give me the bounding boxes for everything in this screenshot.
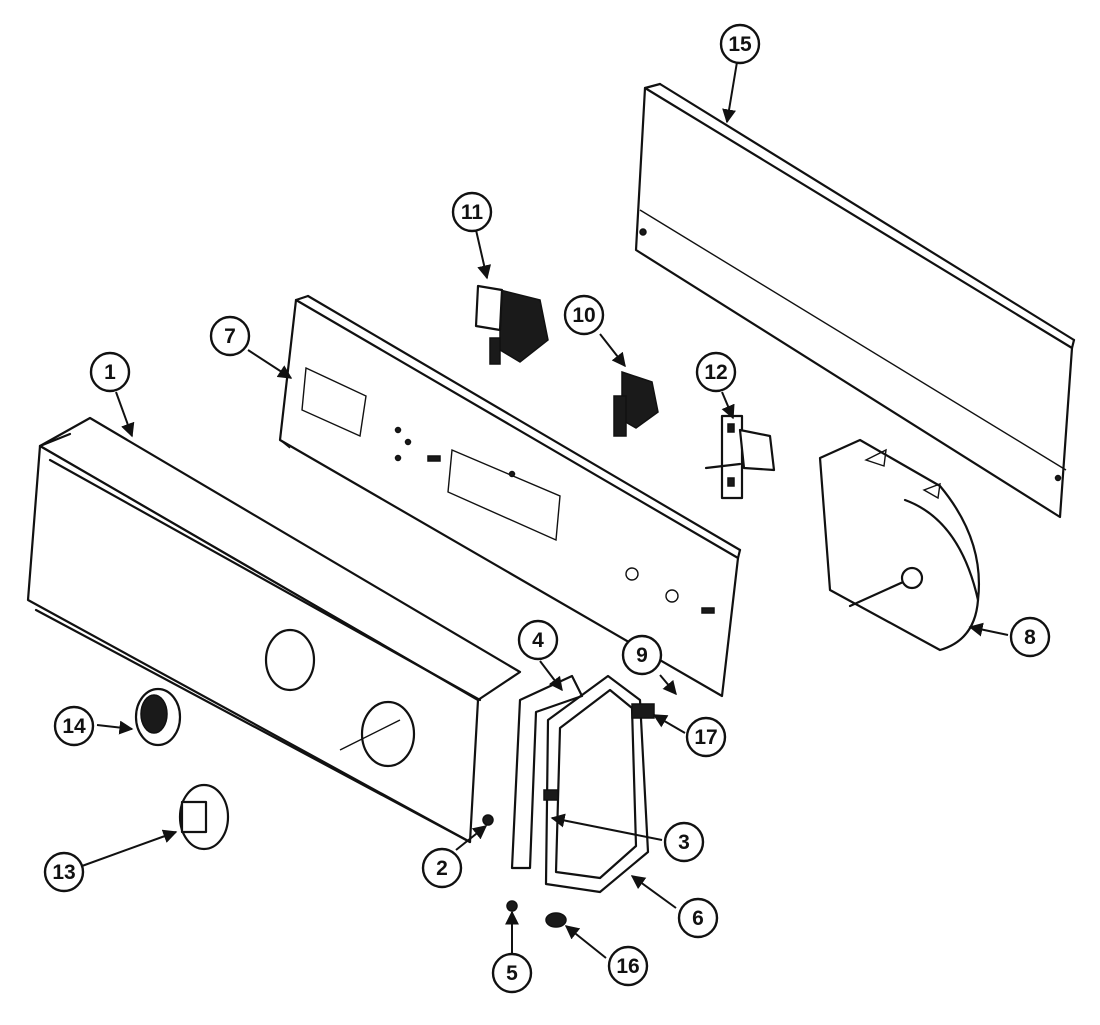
callout-2: 2: [421, 847, 463, 889]
leader-lines: [81, 61, 1009, 959]
callout-15: 15: [719, 23, 761, 65]
callout-3: 3: [663, 821, 705, 863]
callout-6-label: 6: [692, 907, 704, 930]
callout-8: 8: [1009, 616, 1051, 658]
part-7-mounting-panel: [278, 294, 742, 698]
callout-9-label: 9: [636, 644, 648, 667]
callout-5-label: 5: [506, 962, 518, 985]
callout-17-label: 17: [694, 726, 717, 749]
callout-10: 10: [563, 294, 605, 336]
callout-12-label: 12: [704, 361, 727, 384]
part-11-switch: [474, 284, 549, 365]
callout-4-label: 4: [532, 629, 544, 652]
callout-11: 11: [451, 191, 493, 233]
callout-1: 1: [89, 351, 131, 393]
callout-3-label: 3: [678, 831, 690, 854]
callout-7: 7: [209, 315, 251, 357]
part-14-knob: [134, 687, 182, 747]
callout-13: 13: [43, 851, 85, 893]
part-13-knob: [178, 783, 230, 851]
callout-16: 16: [607, 945, 649, 987]
part-16-fastener: [545, 912, 567, 928]
callout-16-label: 16: [616, 955, 639, 978]
callout-9: 9: [621, 634, 663, 676]
callout-12: 12: [695, 351, 737, 393]
callout-14: 14: [53, 705, 95, 747]
callout-10-label: 10: [572, 304, 595, 327]
callout-7-label: 7: [224, 325, 236, 348]
part-1-console: [26, 416, 522, 844]
part-2-screw: [482, 814, 494, 826]
part-8-timer-shield: [818, 438, 980, 652]
part-10-switch: [613, 370, 659, 437]
callout-1-label: 1: [104, 361, 116, 384]
callout-2-label: 2: [436, 857, 448, 880]
callout-17: 17: [685, 716, 727, 758]
part-6-bracket: [544, 674, 650, 894]
callout-11-label: 11: [461, 201, 484, 224]
callout-13-label: 13: [52, 861, 75, 884]
callout-8-label: 8: [1024, 626, 1036, 649]
callout-15-label: 15: [728, 33, 752, 56]
part-4-end-cap-trim: [510, 674, 584, 870]
part-3-clip: [543, 789, 559, 801]
part-5-screw: [506, 900, 518, 912]
callout-4: 4: [517, 619, 559, 661]
part-17-connector: [631, 703, 655, 719]
part-12-switch: [704, 414, 776, 500]
callout-14-label: 14: [62, 715, 86, 738]
callout-5: 5: [491, 952, 533, 994]
callout-6: 6: [677, 897, 719, 939]
part-15-rear-panel: [634, 82, 1076, 519]
